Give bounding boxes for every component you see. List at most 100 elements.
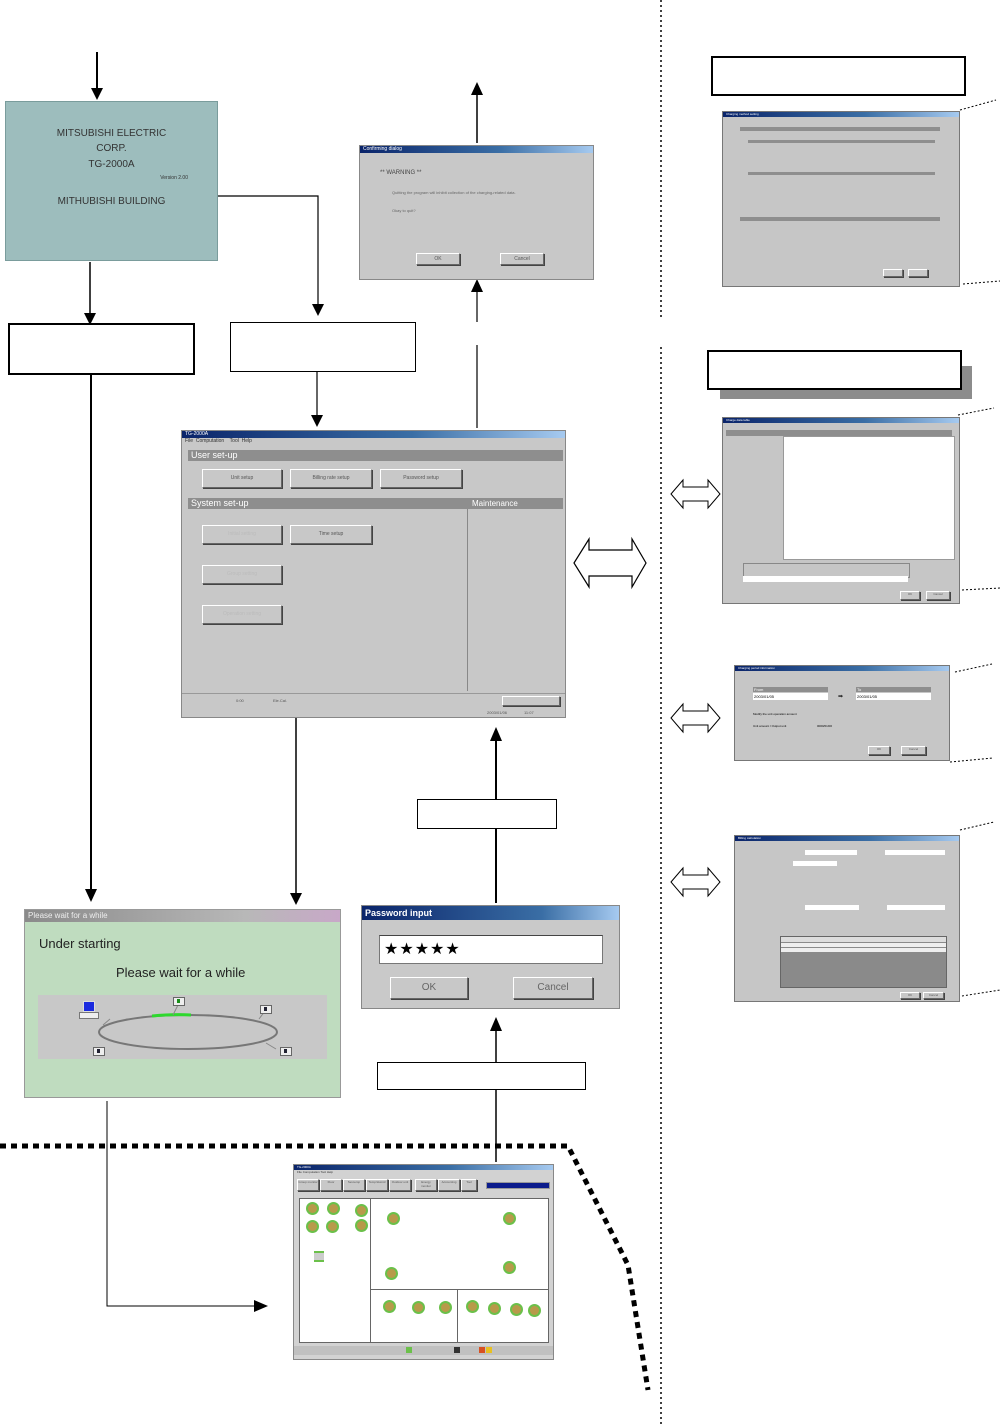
charging-method-ok-button[interactable] [883, 269, 903, 277]
initial-setting-button[interactable]: Initial setting [202, 525, 282, 544]
billing-ok-button[interactable]: OK [900, 992, 920, 999]
maintenance-heading: Maintenance [469, 498, 563, 509]
ac-unit-icon[interactable] [329, 1204, 338, 1213]
callout-line [961, 587, 1001, 591]
ac-unit-icon[interactable] [505, 1214, 514, 1223]
billing-from-input[interactable] [805, 850, 857, 855]
billing-period-to[interactable] [887, 905, 945, 910]
arrow-head-warning-bottom [471, 279, 483, 292]
network-diagram [38, 995, 327, 1059]
menu-tool[interactable]: Tool [229, 438, 239, 444]
period-ok-button[interactable]: OK [868, 746, 890, 755]
ac-unit-icon[interactable] [441, 1303, 450, 1312]
ac-unit-icon[interactable] [385, 1302, 394, 1311]
warning-dialog: Confirming dialog ** WARNING ** Quitting… [359, 145, 594, 280]
double-arrow-large [573, 536, 647, 590]
period-unit-label: Unit amount / Output unit [753, 724, 787, 728]
arrow-head-main [311, 415, 323, 427]
billing-rate-setup-button[interactable]: Billing rate setup [290, 469, 372, 488]
ac-unit-icon[interactable] [505, 1263, 514, 1272]
tab-energy-monitor[interactable]: Energy monitor [415, 1179, 437, 1191]
billing-cancel-button[interactable]: Cancel [923, 992, 944, 999]
password-ok-button[interactable]: OK [390, 977, 468, 999]
ac-unit-icon[interactable] [389, 1214, 398, 1223]
tab-temp-humid[interactable]: Temp/Humid [366, 1179, 388, 1191]
period-from-input[interactable]: 2003/01/05 [753, 693, 828, 700]
status-field-1: 0:00 [236, 698, 244, 703]
charging-method-cancel-button[interactable] [908, 269, 928, 277]
user-setup-heading: User set-up [188, 450, 563, 461]
warning-ok-button[interactable]: OK [416, 253, 460, 265]
flow-box-monitor [377, 1062, 586, 1090]
callout-line [949, 757, 994, 763]
tab-tool[interactable]: Tool [461, 1179, 477, 1191]
warning-message: Quitting the program will inhibit collec… [392, 190, 516, 195]
arrow-splash-to-middle-box [218, 195, 319, 308]
charge-table-title-bar: Charge data table [723, 418, 959, 423]
flow-box-left [8, 323, 195, 375]
period-cancel-button[interactable]: Cancel [901, 746, 926, 755]
period-to-input[interactable]: 2003/01/05 [856, 693, 931, 700]
password-input[interactable]: ★★★★★ [379, 935, 603, 964]
password-setup-button[interactable]: Password setup [380, 469, 462, 488]
unit-setup-button[interactable]: Unit setup [202, 469, 282, 488]
billing-to-input[interactable] [885, 850, 945, 855]
tab-outdoor-unit[interactable]: Outdoor unit [389, 1179, 411, 1191]
charge-table-ok-button[interactable]: OK [900, 591, 920, 600]
billing-period-from[interactable] [805, 905, 859, 910]
billing-title-bar: Billing calculation [735, 836, 959, 841]
period-title-bar: Charging period information [735, 666, 949, 671]
menu-help[interactable]: Help [241, 438, 252, 444]
ac-unit-icon[interactable] [308, 1204, 317, 1213]
billing-select[interactable] [793, 861, 837, 866]
status-action-button[interactable] [502, 696, 560, 706]
wait-window: Please wait for a while Under starting P… [24, 909, 341, 1098]
group-setting-button[interactable]: Group setting [202, 565, 282, 584]
ac-unit-icon[interactable] [414, 1303, 423, 1312]
controller-icon [260, 1005, 272, 1014]
ac-unit-icon[interactable] [490, 1304, 499, 1313]
arrow-head-monitor [254, 1300, 268, 1312]
warning-title-bar: Confirming dialog [360, 146, 593, 153]
password-cancel-button[interactable]: Cancel [513, 977, 593, 999]
status-field-2: Ele.Cal. [273, 698, 288, 703]
monitor-menu-bar: File Computation Tool Help [294, 1170, 553, 1175]
ac-unit-icon[interactable] [328, 1222, 337, 1231]
menu-file[interactable]: File [185, 438, 194, 444]
charge-table-cancel-button[interactable]: Cancel [926, 591, 950, 600]
ac-unit-icon[interactable] [530, 1306, 539, 1315]
menu-help[interactable]: Help [326, 1170, 334, 1174]
main-menu-bar: File Computation Tool Help [182, 438, 565, 445]
ac-unit-icon[interactable] [512, 1305, 521, 1314]
callout-line [961, 989, 1001, 997]
password-title-bar: Password input [362, 906, 619, 920]
ventilator-icon[interactable] [314, 1251, 324, 1262]
ac-unit-icon[interactable] [468, 1302, 477, 1311]
charge-table-dialog: Charge data table OK Cancel [722, 417, 960, 604]
menu-computation[interactable]: Computation [195, 438, 225, 444]
monitor-window: TG-2000A File Computation Tool Help Grou… [293, 1164, 554, 1360]
tab-floor[interactable]: Floor [320, 1179, 342, 1191]
menu-tool[interactable]: Tool [320, 1170, 326, 1174]
tab-set-temp[interactable]: Set-temp [343, 1179, 365, 1191]
pc-monitor-icon [83, 1001, 95, 1012]
ac-unit-icon[interactable] [357, 1206, 366, 1215]
warning-cancel-button[interactable]: Cancel [500, 253, 544, 265]
monitor-status-bar [294, 1346, 553, 1355]
menu-file[interactable]: File [297, 1170, 302, 1174]
warning-question: Okay to quit? [392, 208, 416, 213]
billing-table [780, 936, 947, 988]
tab-accounting[interactable]: Accounting [438, 1179, 460, 1191]
tab-group-monitor[interactable]: Group monitor [297, 1179, 319, 1191]
arrow-head-middle-box [312, 304, 324, 316]
ac-unit-icon[interactable] [308, 1222, 317, 1231]
menu-computation[interactable]: Computation [302, 1170, 320, 1174]
wait-title-bar: Please wait for a while [25, 910, 340, 922]
ac-unit-icon[interactable] [357, 1221, 366, 1230]
time-setup-button[interactable]: Time setup [290, 525, 372, 544]
flow-box-right-top [711, 56, 966, 96]
charging-method-dialog: Charging method setting [722, 111, 960, 287]
ac-unit-icon[interactable] [387, 1269, 396, 1278]
operation-setting-button[interactable]: Operation setting [202, 605, 282, 624]
period-note: Modify the unit operation amount [753, 712, 797, 716]
